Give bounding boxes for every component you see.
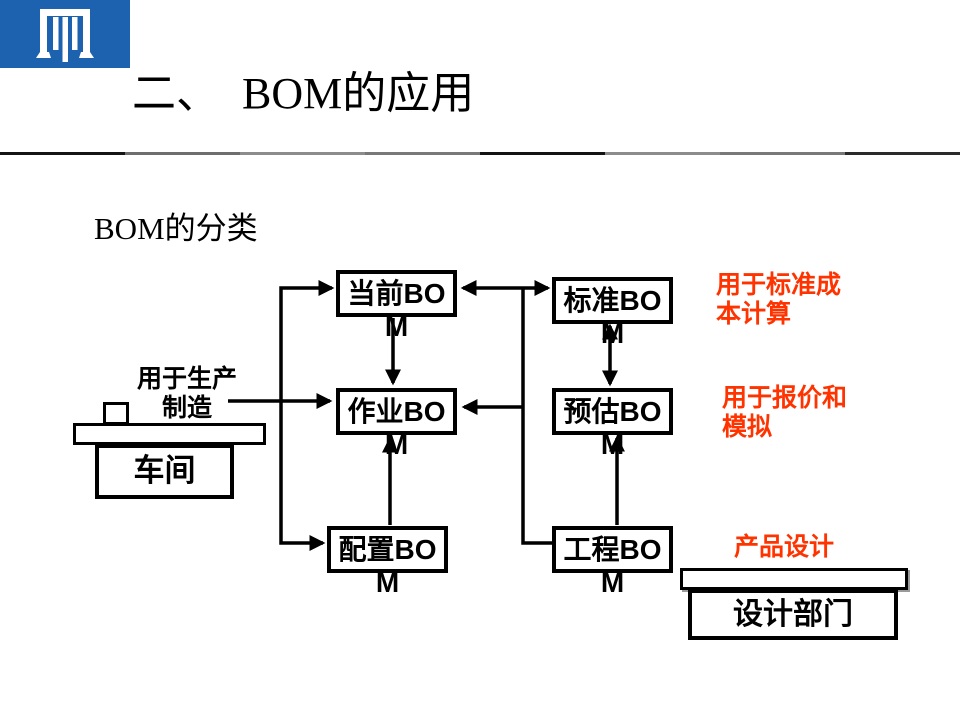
note-quote-simulation: 用于报价和 模拟: [722, 384, 848, 441]
edge-center-rail-to-engineering: [521, 288, 552, 545]
bom-box-configured: 配置BO M: [327, 526, 448, 598]
workshop-roof-bar: [73, 423, 266, 445]
note-production-use: 用于生产 制造: [136, 365, 237, 422]
edge-left-rail: [279, 279, 335, 552]
title-divider: [0, 152, 960, 155]
company-logo: [0, 0, 130, 68]
bom-box-engineering: 工程BO M: [552, 526, 673, 598]
bom-box-standard: 标准BO M: [552, 277, 673, 349]
slide-title: 二、 BOM的应用: [132, 69, 475, 118]
design-department-box: 设计部门: [688, 589, 898, 640]
note-product-design: 产品设计: [734, 533, 835, 561]
workshop-chimney-shape: [103, 402, 129, 425]
section-heading: BOM的分类: [94, 211, 258, 246]
workshop-box: 车间: [95, 444, 234, 499]
bom-box-estimated: 预估BO M: [552, 388, 673, 460]
logo-gate-icon: [0, 0, 130, 68]
design-department-roof-bar: [680, 568, 908, 590]
bom-box-operation: 作业BO M: [336, 388, 457, 460]
note-standard-cost: 用于标准成 本计算: [716, 271, 842, 328]
bom-box-current: 当前BO M: [336, 270, 457, 342]
